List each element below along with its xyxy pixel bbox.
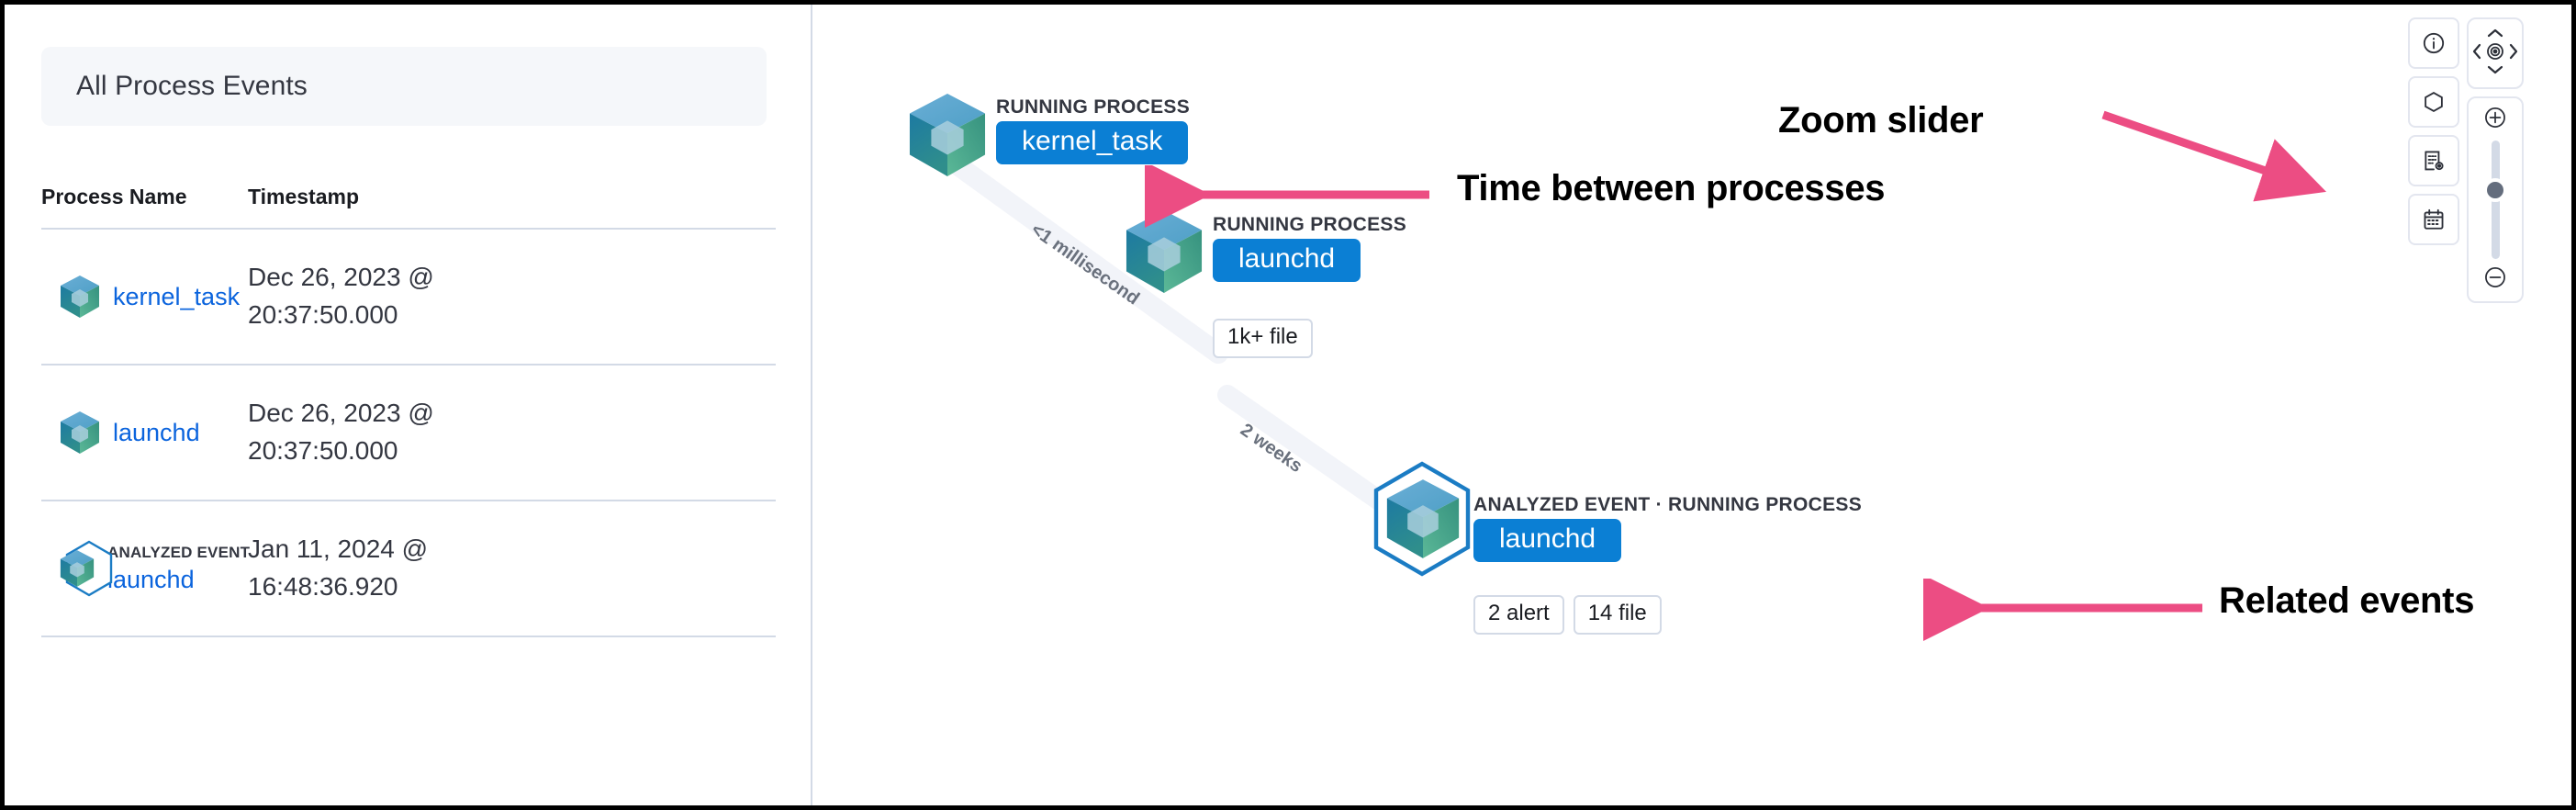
node-badges-launchd: 1k+ file bbox=[1213, 319, 1313, 358]
process-name-wrap: ANALYZED EVENT launchd bbox=[107, 544, 250, 594]
table-row[interactable]: kernel_task Dec 26, 2023 @ 20:37:50.000 bbox=[41, 230, 776, 366]
table-row[interactable]: launchd Dec 26, 2023 @ 20:37:50.000 bbox=[41, 366, 776, 501]
node-badges-analyzed-launchd: 2 alert 14 file bbox=[1473, 595, 1662, 635]
graph-node-label-analyzed-launchd: ANALYZED EVENT · RUNNING PROCESS launchd bbox=[1473, 494, 1862, 562]
cube-icon bbox=[60, 411, 100, 455]
cube-hex-icon bbox=[60, 539, 113, 598]
chevron-left-icon[interactable] bbox=[2470, 42, 2483, 65]
process-events-panel: All Process Events Process Name Timestam… bbox=[5, 5, 812, 805]
cell-timestamp: Dec 26, 2023 @ 20:37:50.000 bbox=[248, 263, 434, 329]
annotation-arrow-related bbox=[1923, 579, 2202, 641]
graph-node-kernel-task[interactable] bbox=[908, 92, 987, 178]
annotation-zoom-slider: Zoom slider bbox=[1778, 100, 1984, 141]
annotation-arrow-zoom bbox=[2101, 110, 2327, 202]
zoom-slider-track[interactable] bbox=[2483, 141, 2507, 259]
column-header-process-name[interactable]: Process Name bbox=[41, 185, 187, 208]
plus-circle-icon[interactable] bbox=[2483, 106, 2507, 134]
process-link[interactable]: launchd bbox=[113, 418, 200, 446]
cell-timestamp: Dec 26, 2023 @ 20:37:50.000 bbox=[248, 399, 434, 465]
graph-toolbar[interactable] bbox=[2408, 17, 2524, 303]
annotation-arrow-time bbox=[1145, 165, 1429, 228]
process-name-wrap: launchd bbox=[113, 419, 200, 447]
info-icon[interactable] bbox=[2408, 17, 2459, 69]
annotation-related-events: Related events bbox=[2219, 580, 2475, 621]
node-kicker: ANALYZED EVENT · RUNNING PROCESS bbox=[1473, 494, 1863, 515]
process-events-table: Process Name Timestamp bbox=[41, 185, 776, 637]
table-row[interactable]: ANALYZED EVENT launchd Jan 11, 2024 @ 16… bbox=[41, 501, 776, 637]
zoom-slider-control[interactable] bbox=[2467, 96, 2524, 303]
process-link[interactable]: kernel_task bbox=[113, 282, 241, 310]
center-target-icon[interactable] bbox=[2485, 41, 2505, 66]
graph-node-label-launchd: RUNNING PROCESS launchd bbox=[1213, 214, 1406, 282]
pan-control[interactable] bbox=[2467, 17, 2524, 89]
cell-timestamp: Jan 11, 2024 @ 16:48:36.920 bbox=[248, 534, 429, 601]
process-name-wrap: kernel_task bbox=[113, 283, 240, 311]
chevron-up-icon[interactable] bbox=[2486, 27, 2504, 44]
chevron-down-icon[interactable] bbox=[2486, 63, 2504, 81]
process-link[interactable]: launchd bbox=[107, 565, 195, 593]
node-pill-label[interactable]: launchd bbox=[1473, 519, 1622, 562]
node-kicker: RUNNING PROCESS bbox=[1213, 214, 1407, 235]
node-pill-label[interactable]: launchd bbox=[1213, 239, 1361, 282]
chevron-right-icon[interactable] bbox=[2507, 42, 2520, 65]
toolbar-left-column bbox=[2408, 17, 2459, 245]
column-header-timestamp[interactable]: Timestamp bbox=[248, 185, 360, 208]
list-settings-icon[interactable] bbox=[2408, 135, 2459, 186]
table-header-row: Process Name Timestamp bbox=[41, 185, 776, 230]
minus-circle-icon[interactable] bbox=[2483, 265, 2507, 294]
node-kicker: RUNNING PROCESS bbox=[996, 96, 1191, 118]
annotation-time-between-processes: Time between processes bbox=[1457, 168, 1886, 208]
badge-file-count[interactable]: 14 file bbox=[1573, 595, 1662, 635]
toolbar-right-column bbox=[2467, 17, 2524, 303]
process-graph-canvas[interactable]: RUNNING PROCESS kernel_task <1 milliseco… bbox=[814, 5, 2571, 805]
cell-process-name: launchd bbox=[41, 411, 248, 455]
badge-file-count[interactable]: 1k+ file bbox=[1213, 319, 1313, 358]
badge-alert-count[interactable]: 2 alert bbox=[1473, 595, 1564, 635]
analyzed-event-kicker: ANALYZED EVENT bbox=[107, 543, 251, 561]
panel-header: All Process Events bbox=[41, 47, 767, 126]
graph-node-analyzed-launchd[interactable] bbox=[1363, 459, 1481, 583]
cell-process-name: kernel_task bbox=[41, 275, 248, 319]
cube-icon bbox=[60, 275, 100, 319]
zoom-slider-thumb[interactable] bbox=[2483, 178, 2507, 203]
node-pill-label[interactable]: kernel_task bbox=[996, 121, 1189, 164]
calendar-icon[interactable] bbox=[2408, 194, 2459, 245]
page-title: All Process Events bbox=[76, 71, 308, 101]
cell-process-name: ANALYZED EVENT launchd bbox=[41, 539, 250, 598]
hexagon-icon[interactable] bbox=[2408, 76, 2459, 128]
graph-node-label-kernel-task: RUNNING PROCESS kernel_task bbox=[996, 96, 1190, 164]
